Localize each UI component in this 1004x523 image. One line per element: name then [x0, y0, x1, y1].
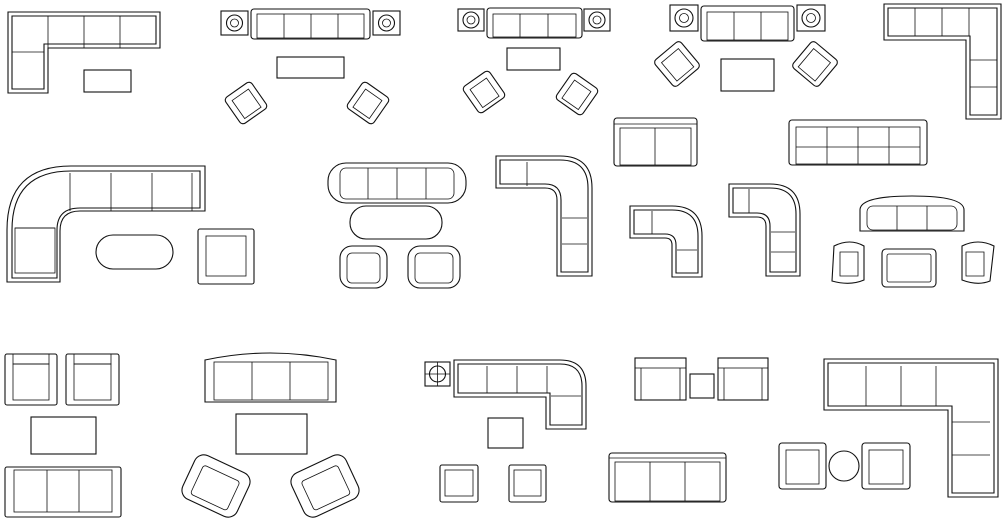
- sofa-four-seat: [788, 119, 928, 166]
- classic-set: [831, 195, 995, 288]
- curved-sofa-b: [495, 155, 593, 277]
- sectional-lamp-set: [424, 359, 587, 503]
- curved-sectional-set: [6, 165, 255, 285]
- camelback-set: [181, 352, 360, 518]
- living-set-1: [220, 8, 401, 125]
- corner-sofa-b: [883, 3, 1002, 120]
- corner-sofa-a: [7, 11, 161, 94]
- living-set-3: [654, 4, 838, 92]
- sofa-three-seat: [608, 452, 727, 503]
- armchair-pair-set: [4, 353, 122, 518]
- curved-sofa-small: [629, 205, 703, 278]
- curved-sofa-c: [728, 183, 801, 277]
- rounded-sofa-set: [327, 162, 467, 289]
- large-sectional-set: [778, 358, 999, 498]
- armchairs-side-table: [634, 357, 769, 401]
- living-set-2: [457, 7, 611, 116]
- loveseat-a: [613, 117, 698, 167]
